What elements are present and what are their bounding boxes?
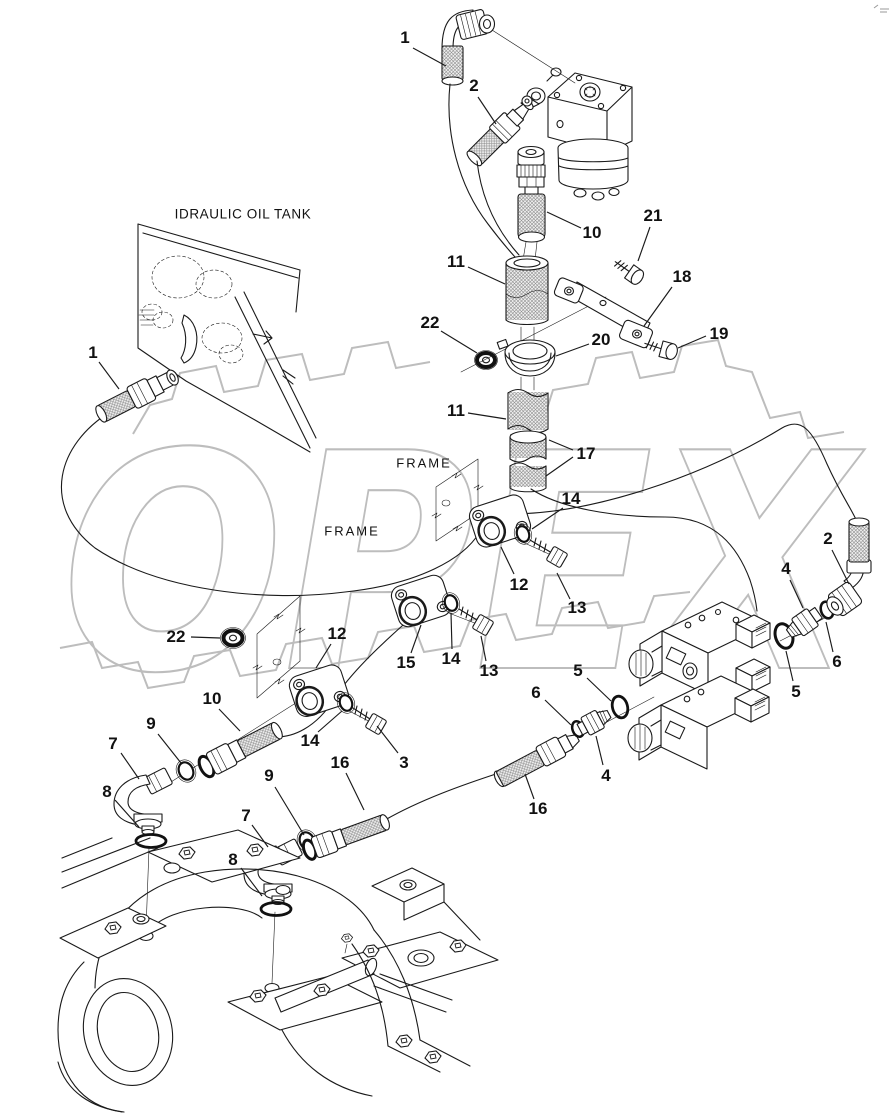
leader-line — [500, 546, 515, 575]
leader-line — [467, 412, 507, 420]
valve-block-sketch — [627, 601, 771, 770]
valve-unit-upper — [628, 601, 771, 696]
leader-line — [831, 549, 850, 585]
leader-line — [315, 643, 332, 669]
leader-line — [410, 624, 422, 654]
o-ring-5b — [610, 694, 630, 720]
fitting-1-left — [95, 369, 179, 423]
leader-line — [218, 708, 241, 732]
bracket-18-sketch — [553, 260, 678, 360]
leader-line — [546, 211, 582, 229]
leader-line — [376, 725, 399, 754]
leader-line — [120, 752, 140, 780]
leader-line — [524, 773, 535, 800]
leader-line — [251, 824, 269, 848]
washer-14b — [443, 594, 459, 612]
leader-line — [157, 733, 182, 764]
hose-10-assembly — [175, 721, 283, 783]
axle-assembly-sketch — [57, 829, 499, 1113]
leader-line — [240, 867, 263, 897]
fitting-4 — [785, 606, 823, 638]
leader-line — [825, 621, 834, 653]
leader-line — [467, 266, 506, 285]
fitting-4b — [576, 709, 612, 736]
washer-14a — [515, 525, 531, 543]
o-ring-8b — [259, 901, 293, 917]
leader-line — [544, 699, 572, 726]
leader-line — [637, 226, 651, 262]
leader-line — [114, 799, 140, 828]
leader-line — [317, 710, 343, 733]
o-ring-8a — [134, 833, 168, 849]
leader-line — [785, 650, 794, 682]
leader-line — [98, 361, 120, 390]
leader-line — [412, 47, 447, 67]
leader-line — [531, 507, 564, 530]
bolt-21 — [614, 260, 645, 285]
leader-line — [556, 572, 571, 600]
hose-16-left — [301, 814, 390, 861]
leader-line — [477, 96, 497, 125]
leader-line — [545, 456, 574, 477]
bolt-19 — [644, 339, 678, 360]
hose-16-right — [493, 734, 580, 788]
pipe-and-sleeves — [460, 255, 607, 493]
right-fitting-group — [773, 517, 872, 650]
bolt-13a — [529, 537, 568, 568]
flange-15 — [390, 574, 452, 628]
leader-line — [345, 772, 365, 811]
leader-line — [586, 677, 612, 702]
opex-watermark: OPEX — [59, 338, 866, 740]
leader-line — [440, 330, 478, 354]
fitting-2-top — [466, 95, 534, 256]
leader-line — [789, 579, 804, 609]
watermark-gear-teeth-bottom — [59, 591, 691, 690]
hydraulic-tank-sketch — [137, 223, 317, 453]
leader-line — [555, 343, 590, 357]
leader-line — [677, 335, 707, 349]
leader-line — [643, 286, 673, 327]
elbow-2-right — [826, 517, 872, 617]
leader-line — [480, 635, 487, 662]
fitting-10-top — [516, 145, 546, 261]
corner-smudge — [873, 4, 889, 13]
leader-line — [190, 636, 221, 639]
leader-line — [274, 786, 305, 836]
bolt-3 — [352, 705, 387, 735]
leader-line — [595, 735, 604, 766]
leader-line — [548, 439, 574, 451]
steering-unit-sketch — [520, 67, 633, 201]
flange-12-lower — [288, 664, 350, 717]
bolt-13b — [458, 606, 494, 636]
elbow-7a — [113, 767, 173, 849]
elbow-fitting-1-top — [441, 9, 576, 258]
valve-unit-lower — [627, 675, 770, 770]
leader-line — [450, 612, 453, 650]
nut-22-lower — [220, 627, 246, 649]
washer-14c — [338, 694, 354, 712]
